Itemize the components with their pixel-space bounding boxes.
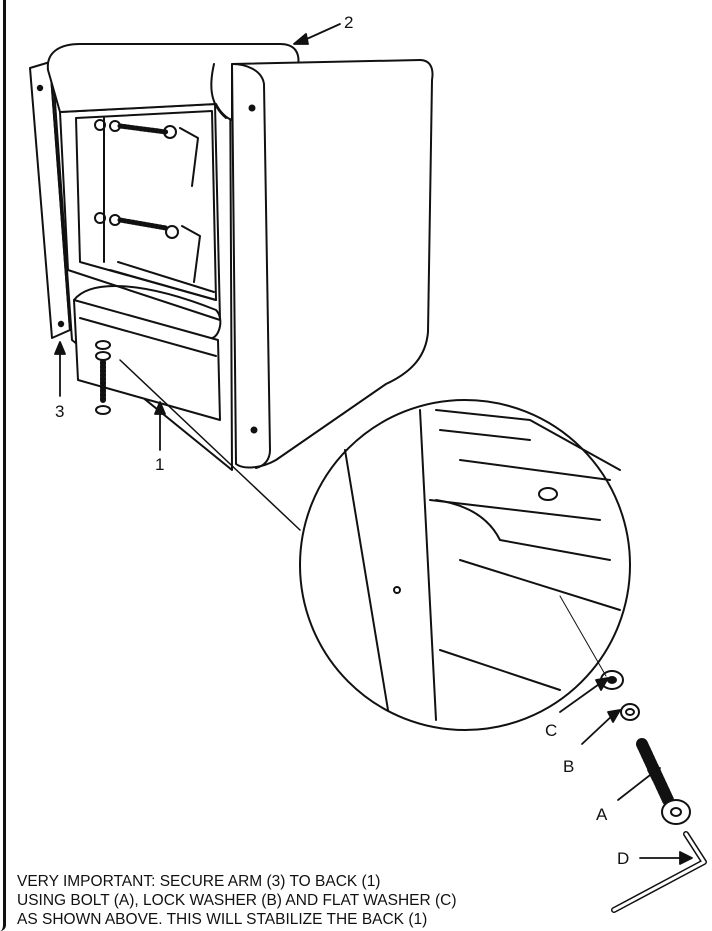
- callout-arrows: [54, 23, 693, 865]
- callout-label-lock-washer: B: [563, 757, 575, 776]
- callout-label-bolt: A: [596, 805, 608, 824]
- callout-label-flat-washer: C: [545, 721, 558, 740]
- bolt-a: [636, 738, 691, 825]
- back-frame: [51, 51, 233, 471]
- instruction-line-3: AS SHOWN ABOVE. THIS WILL STABILIZE THE …: [17, 911, 428, 928]
- magnifier-leader: [119, 359, 301, 531]
- callout-label-hex-key: D: [617, 849, 630, 868]
- callout-label-cushion: 2: [344, 13, 354, 32]
- magnified-detail: [299, 399, 631, 731]
- hex-key-d: [611, 831, 707, 913]
- callout-label-back: 1: [155, 455, 165, 474]
- lower-bolt-assembly: [95, 340, 111, 415]
- assembly-instructions: VERY IMPORTANT: SECURE ARM (3) TO BACK (…: [17, 872, 617, 929]
- lock-washer-b: [620, 703, 640, 721]
- flat-washer-c: [600, 670, 624, 690]
- upper-bolt-assembly: [94, 119, 201, 283]
- arm-panel: [29, 61, 71, 339]
- instruction-line-2: USING BOLT (A), LOCK WASHER (B) AND FLAT…: [17, 892, 457, 909]
- callout-label-arm: 3: [55, 402, 65, 421]
- page-frame-edge: [0, 0, 6, 931]
- instruction-line-1: VERY IMPORTANT: SECURE ARM (3) TO BACK (…: [17, 873, 381, 890]
- right-arm-box: [231, 59, 434, 469]
